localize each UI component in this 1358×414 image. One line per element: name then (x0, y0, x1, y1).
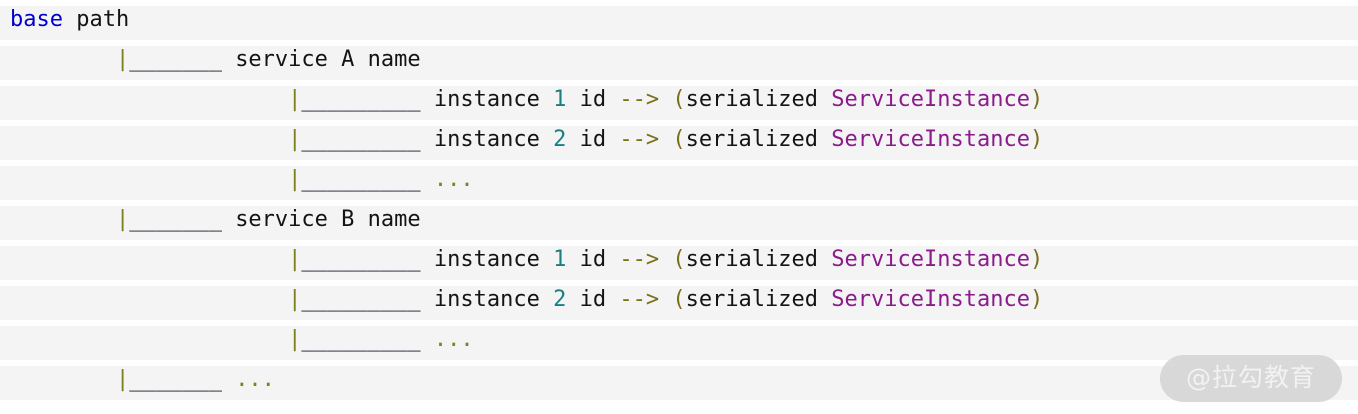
token-plain (421, 247, 434, 272)
token-pipe: | (288, 87, 302, 112)
token-underline: _________ (301, 287, 421, 312)
token-paren: ( (672, 287, 686, 312)
line-indent (10, 367, 116, 392)
token-ellipsis: ... (235, 367, 275, 392)
token-class-name: ServiceInstance (831, 127, 1030, 152)
token-plain (421, 287, 434, 312)
token-paren: ) (1029, 247, 1044, 272)
token-pipe: | (115, 47, 130, 72)
code-line: |_______ ... (0, 360, 1358, 400)
line-indent (10, 207, 116, 232)
line-indent (10, 127, 288, 152)
token-plain (659, 127, 672, 152)
token-underline: _________ (301, 167, 421, 192)
code-line: |_______ service A name (0, 40, 1358, 80)
token-plain: serialized (685, 247, 832, 272)
token-arrow: --> (619, 287, 660, 312)
token-pipe: | (288, 247, 302, 272)
code-line: |_________ instance 2 id --> (serialized… (0, 280, 1358, 320)
token-pipe: | (288, 327, 302, 352)
token-pipe: | (288, 167, 302, 192)
token-arrow: --> (619, 87, 660, 112)
token-plain: path (76, 7, 130, 32)
token-plain: serialized (685, 87, 832, 112)
token-plain: id (566, 287, 620, 312)
token-underline: _______ (129, 207, 222, 232)
line-indent (10, 47, 116, 72)
token-pipe: | (288, 287, 302, 312)
token-class-name: ServiceInstance (831, 87, 1030, 112)
token-arrow: --> (619, 127, 660, 152)
token-paren: ) (1029, 87, 1044, 112)
code-line: |_________ instance 1 id --> (serialized… (0, 240, 1358, 280)
line-indent (10, 247, 288, 272)
token-ellipsis: ... (433, 167, 474, 192)
line-indent (10, 327, 288, 352)
token-plain (222, 367, 235, 392)
token-pipe: | (115, 367, 130, 392)
token-plain: instance (433, 247, 554, 272)
code-line: |_________ instance 2 id --> (serialized… (0, 120, 1358, 160)
token-paren: ) (1029, 127, 1044, 152)
line-indent (10, 287, 288, 312)
token-pipe: | (115, 207, 130, 232)
token-number: 2 (553, 127, 567, 152)
token-plain (659, 247, 672, 272)
token-plain (659, 87, 672, 112)
token-plain: serialized (685, 127, 832, 152)
token-plain: instance (433, 127, 554, 152)
token-plain: id (566, 127, 620, 152)
token-paren: ( (672, 247, 686, 272)
token-plain (421, 327, 434, 352)
token-plain: service A name (235, 47, 421, 72)
watermark-badge: @拉勾教育 (1159, 355, 1342, 402)
token-underline: _________ (301, 87, 421, 112)
token-plain (421, 127, 434, 152)
code-line: |_________ ... (0, 160, 1358, 200)
code-line-list: base path |_______ service A name |_____… (0, 0, 1358, 400)
token-number: 1 (553, 87, 567, 112)
token-paren: ( (672, 87, 686, 112)
token-plain (63, 7, 76, 32)
token-underline: _________ (301, 327, 421, 352)
token-plain (421, 167, 434, 192)
token-class-name: ServiceInstance (831, 287, 1030, 312)
token-plain (222, 47, 235, 72)
code-line: base path (0, 0, 1358, 40)
token-underline: _______ (129, 367, 222, 392)
token-plain (659, 287, 672, 312)
token-ellipsis: ... (433, 327, 474, 352)
token-arrow: --> (619, 247, 660, 272)
token-plain (222, 207, 235, 232)
token-pipe: | (288, 127, 302, 152)
token-plain: service B name (235, 207, 421, 232)
token-number: 2 (553, 287, 567, 312)
token-paren: ) (1029, 287, 1044, 312)
token-plain (421, 87, 434, 112)
code-line: |_______ service B name (0, 200, 1358, 240)
token-plain: id (566, 87, 620, 112)
token-underline: _______ (129, 47, 222, 72)
token-plain: instance (433, 87, 554, 112)
token-underline: _________ (301, 127, 421, 152)
token-plain: instance (433, 287, 554, 312)
token-underline: _________ (301, 247, 421, 272)
token-number: 1 (553, 247, 567, 272)
code-line: |_________ ... (0, 320, 1358, 360)
token-paren: ( (672, 127, 686, 152)
code-line: |_________ instance 1 id --> (serialized… (0, 80, 1358, 120)
token-keyword: base (10, 7, 63, 32)
line-indent (10, 167, 288, 192)
token-plain: serialized (685, 287, 832, 312)
line-indent (10, 87, 288, 112)
token-class-name: ServiceInstance (831, 247, 1030, 272)
token-plain: id (566, 247, 620, 272)
